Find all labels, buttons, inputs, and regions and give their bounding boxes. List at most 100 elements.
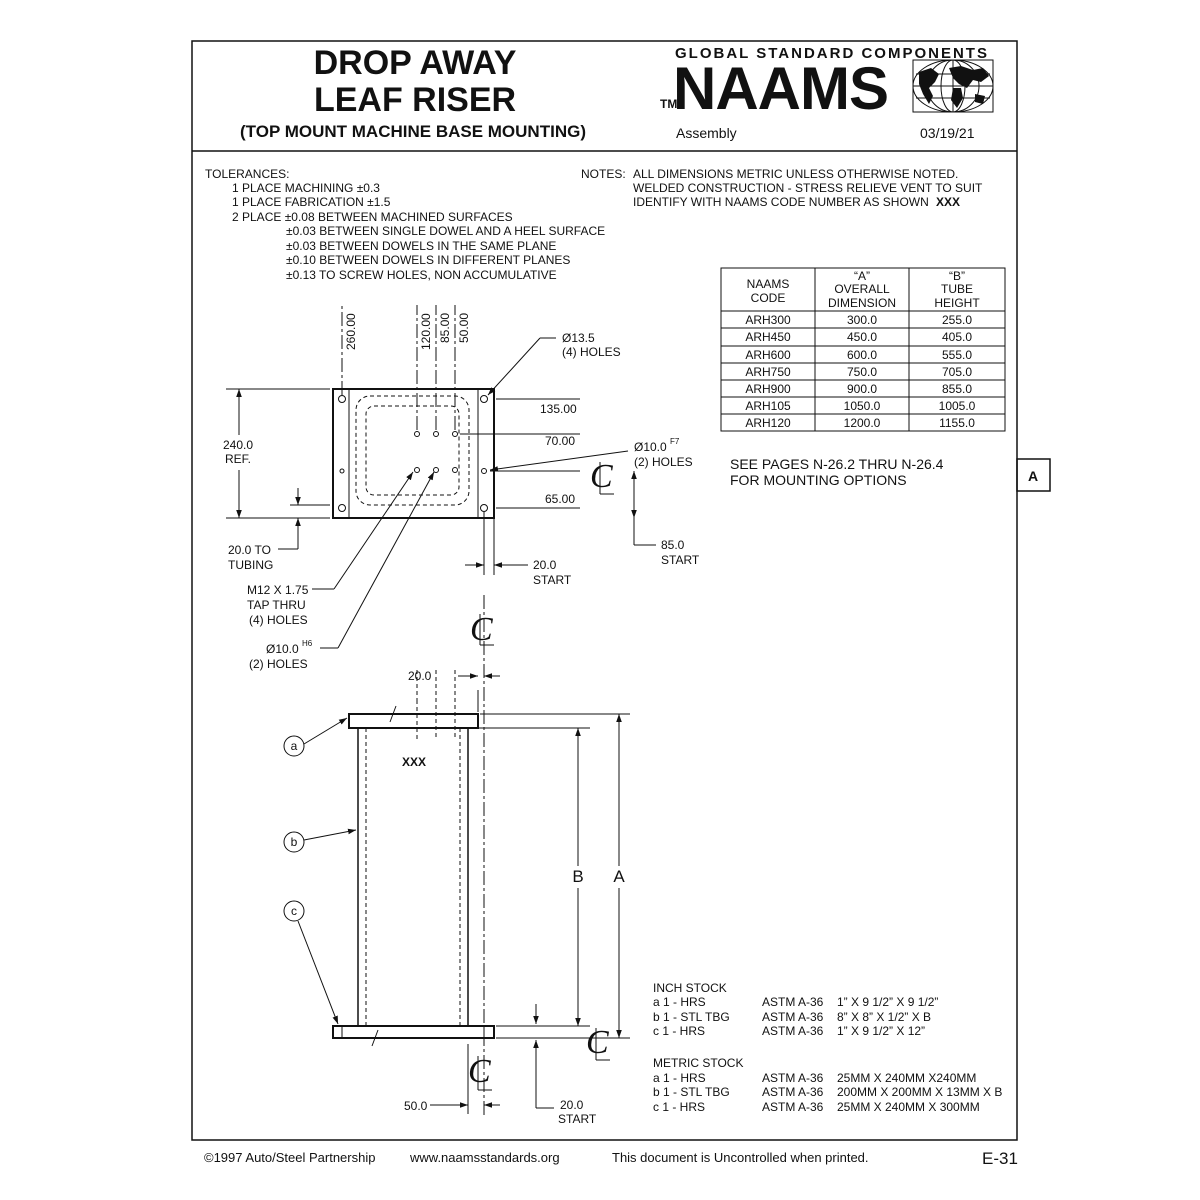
stock-size: 1” X 9 1/2” X 12” xyxy=(837,1024,925,1038)
balloon-b: b xyxy=(283,828,357,853)
centerline-mark: C xyxy=(586,1024,609,1061)
note-line: ALL DIMENSIONS METRIC UNLESS OTHERWISE N… xyxy=(633,167,958,181)
table-cell: 300.0 xyxy=(847,313,877,327)
table-cell: ARH105 xyxy=(745,399,791,413)
hole-10h6-label: Ø10.0 xyxy=(266,642,299,656)
stock-size: 25MM X 240MM X 300MM xyxy=(837,1100,980,1114)
hole-10h6-label: (2) HOLES xyxy=(249,657,308,671)
table-cell: 1050.0 xyxy=(844,399,881,413)
start-85-label: 85.0 xyxy=(661,538,685,552)
table-header-code: NAAMS xyxy=(747,277,790,291)
tap-label: (4) HOLES xyxy=(249,613,308,627)
code-mark: XXX xyxy=(402,755,426,769)
stock-spec: ASTM A-36 xyxy=(762,995,824,1009)
note-line: WELDED CONSTRUCTION - STRESS RELIEVE VEN… xyxy=(633,181,983,195)
title-line-1: DROP AWAY xyxy=(314,44,517,82)
table-cell: ARH300 xyxy=(745,313,791,327)
table-cell: 555.0 xyxy=(942,348,972,362)
table-header-a: OVERALL xyxy=(834,282,890,296)
metric-stock-heading: METRIC STOCK xyxy=(653,1056,743,1070)
dim-120: 120.00 xyxy=(419,313,433,350)
tolerance-line: 1 PLACE FABRICATION ±1.5 xyxy=(232,195,391,209)
title-line-2: LEAF RISER xyxy=(314,81,516,119)
brand-tagline: GLOBAL STANDARD COMPONENTS xyxy=(675,45,989,62)
tap-label: M12 X 1.75 xyxy=(247,583,309,597)
table-cell: 1155.0 xyxy=(939,416,975,430)
subtitle: (TOP MOUNT MACHINE BASE MOUNTING) xyxy=(240,122,586,141)
stock-size: 200MM X 200MM X 13MM X B xyxy=(837,1085,1002,1099)
table-header-a: “A” xyxy=(854,269,870,283)
table-cell: 450.0 xyxy=(847,330,877,344)
dim-50: 50.00 xyxy=(457,313,471,343)
svg-text:b: b xyxy=(291,835,298,849)
tolerance-line: ±0.03 BETWEEN DOWELS IN THE SAME PLANE xyxy=(286,239,556,253)
stock-spec: ASTM A-36 xyxy=(762,1085,824,1099)
hole-13-label: (4) HOLES xyxy=(562,345,621,359)
table-cell: ARH600 xyxy=(745,348,791,362)
hole-10f7-label: Ø10.0 xyxy=(634,440,667,454)
dim-240: 240.0 xyxy=(223,438,253,452)
size-table: NAAMS CODE “A” OVERALL DIMENSION “B” TUB… xyxy=(720,267,1006,432)
stock-item: a 1 - HRS xyxy=(653,995,706,1009)
footer-copyright: ©1997 Auto/Steel Partnership xyxy=(204,1150,375,1165)
note-line: IDENTIFY WITH NAAMS CODE NUMBER AS SHOWN xyxy=(633,195,929,209)
tolerance-line: ±0.13 TO SCREW HOLES, NON ACCUMULATIVE xyxy=(286,268,557,282)
elev-dim-50: 50.0 xyxy=(404,1099,428,1113)
footer-page-number: E-31 xyxy=(982,1149,1018,1168)
table-header-b: “B” xyxy=(949,269,965,283)
table-header-a: DIMENSION xyxy=(828,296,896,310)
table-cell: 600.0 xyxy=(847,348,877,362)
tolerance-line: ±0.10 BETWEEN DOWELS IN DIFFERENT PLANES xyxy=(286,253,570,267)
table-cell: 900.0 xyxy=(847,382,877,396)
svg-text:A: A xyxy=(1028,468,1038,484)
dim-A: A xyxy=(613,867,625,886)
stock-spec: ASTM A-36 xyxy=(762,1100,824,1114)
revision-tab: A xyxy=(1016,458,1051,492)
table-header-b: HEIGHT xyxy=(934,296,980,310)
doc-type: Assembly xyxy=(676,125,737,141)
centerline-mark: C xyxy=(470,611,493,648)
stock-size: 25MM X 240MM X240MM xyxy=(837,1071,976,1085)
dim-260: 260.00 xyxy=(344,313,358,350)
table-header-b: TUBE xyxy=(941,282,973,296)
dim-65: 65.00 xyxy=(545,492,575,506)
tolerance-line: 1 PLACE MACHINING ±0.3 xyxy=(232,181,380,195)
stock-item: c 1 - HRS xyxy=(653,1024,705,1038)
start-20-label: START xyxy=(533,573,572,587)
balloon-a: a xyxy=(283,717,348,757)
hole-10f7-label: (2) HOLES xyxy=(634,455,693,469)
stock-size: 8” X 8” X 1/2” X B xyxy=(837,1010,931,1024)
elev-start-20: START xyxy=(558,1112,597,1126)
hole-13-label: Ø13.5 xyxy=(562,331,595,345)
footer-url: www.naamsstandards.org xyxy=(409,1150,560,1165)
centerline-mark: C xyxy=(468,1053,491,1090)
to-tubing-label: TUBING xyxy=(228,558,273,572)
table-cell: 750.0 xyxy=(847,365,877,379)
notes-heading: NOTES: xyxy=(581,167,626,181)
tolerance-line: ±0.03 BETWEEN SINGLE DOWEL AND A HEEL SU… xyxy=(286,224,605,238)
stock-spec: ASTM A-36 xyxy=(762,1024,824,1038)
table-cell: ARH900 xyxy=(745,382,791,396)
brand-tm: TM xyxy=(660,97,677,111)
stock-spec: ASTM A-36 xyxy=(762,1071,824,1085)
tolerances-heading: TOLERANCES: xyxy=(205,167,289,181)
hole-10f7-sup: F7 xyxy=(670,437,680,446)
table-cell: 405.0 xyxy=(942,330,972,344)
tolerances-block: TOLERANCES: 1 PLACE MACHINING ±0.3 1 PLA… xyxy=(205,167,605,282)
start-20-label: 20.0 xyxy=(533,558,557,572)
notes-block: NOTES: ALL DIMENSIONS METRIC UNLESS OTHE… xyxy=(581,167,983,209)
tap-label: TAP THRU xyxy=(247,598,306,612)
stock-size: 1” X 9 1/2” X 9 1/2” xyxy=(837,995,938,1009)
doc-date: 03/19/21 xyxy=(920,125,975,141)
to-tubing-label: 20.0 TO xyxy=(228,543,271,557)
stock-item: c 1 - HRS xyxy=(653,1100,705,1114)
tolerance-line: 2 PLACE ±0.08 BETWEEN MACHINED SURFACES xyxy=(232,210,513,224)
table-cell: ARH750 xyxy=(745,365,791,379)
svg-text:c: c xyxy=(291,904,297,918)
table-cell: 855.0 xyxy=(942,382,972,396)
stock-list: INCH STOCK a 1 - HRS ASTM A-36 1” X 9 1/… xyxy=(653,981,1002,1114)
table-cell: 1005.0 xyxy=(939,399,976,413)
see-pages-note: FOR MOUNTING OPTIONS xyxy=(730,472,907,488)
table-cell: 255.0 xyxy=(942,313,972,327)
